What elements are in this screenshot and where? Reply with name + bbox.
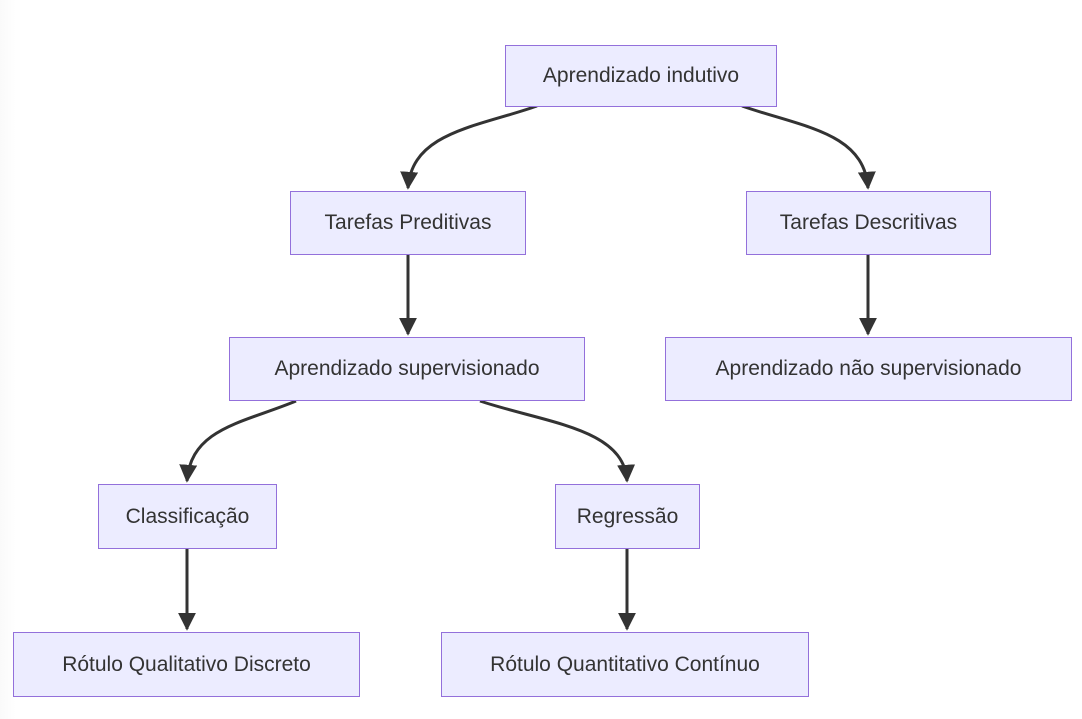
- node-aprendizado-supervisionado: Aprendizado supervisionado: [229, 337, 585, 401]
- node-regressao: Regressão: [555, 484, 700, 549]
- node-label: Tarefas Preditivas: [324, 211, 492, 235]
- edge-indutivo-to-preditivas: [400, 104, 538, 190]
- node-label: Aprendizado supervisionado: [274, 357, 540, 381]
- node-tarefas-descritivas: Tarefas Descritivas: [746, 191, 991, 255]
- node-label: Tarefas Descritivas: [779, 211, 958, 235]
- node-label: Aprendizado indutivo: [542, 64, 740, 88]
- node-label: Classificação: [125, 504, 250, 528]
- node-label: Aprendizado não supervisionado: [715, 357, 1022, 381]
- node-label: Rótulo Quantitativo Contínuo: [490, 652, 760, 676]
- node-label: Rótulo Qualitativo Discreto: [62, 652, 311, 676]
- edge-supervisionado-to-classificacao: [179, 399, 297, 483]
- node-aprendizado-nao-supervisionado: Aprendizado não supervisionado: [665, 337, 1072, 401]
- edge-indutivo-to-descritivas: [741, 104, 876, 190]
- edge-supervisionado-to-regressao: [479, 399, 636, 483]
- node-aprendizado-indutivo: Aprendizado indutivo: [505, 45, 777, 107]
- node-tarefas-preditivas: Tarefas Preditivas: [290, 191, 526, 255]
- node-label: Regressão: [576, 504, 679, 528]
- node-rotulo-qualitativo-discreto: Rótulo Qualitativo Discreto: [13, 632, 360, 697]
- node-classificacao: Classificação: [98, 484, 277, 549]
- node-rotulo-quantitativo-continuo: Rótulo Quantitativo Contínuo: [441, 632, 809, 697]
